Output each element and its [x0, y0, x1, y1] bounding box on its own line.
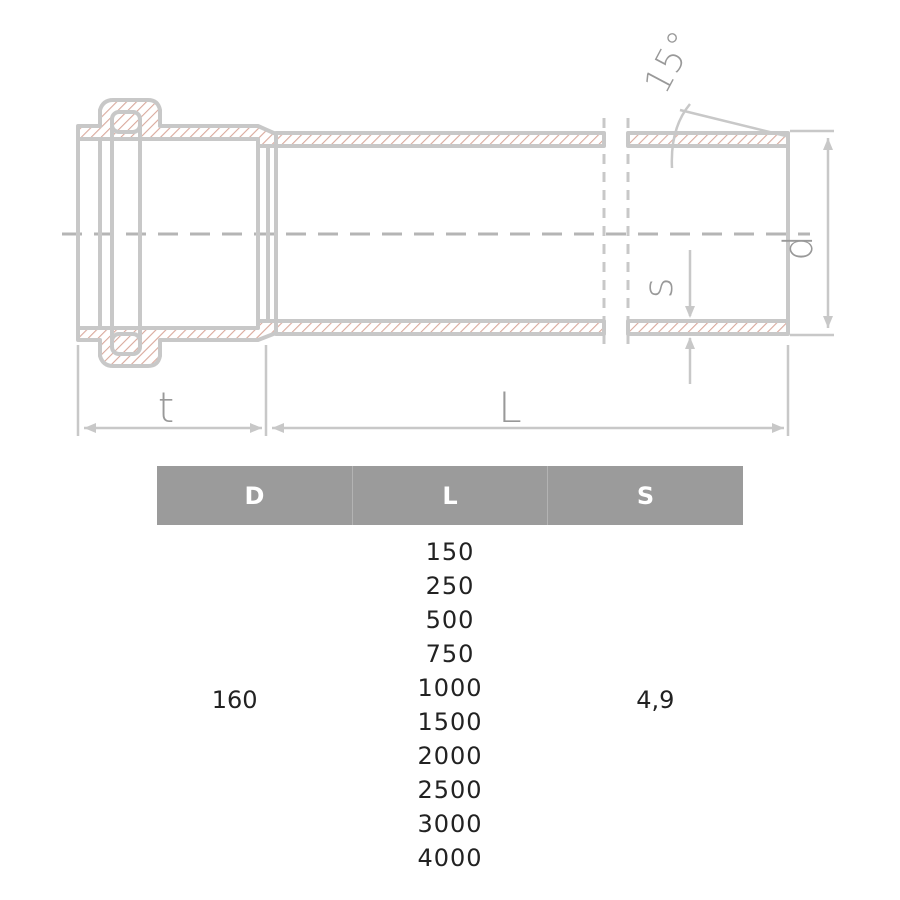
table-header-row: D L S	[157, 466, 743, 525]
length-value: 4000	[417, 844, 483, 872]
length-value: 2000	[417, 742, 483, 770]
length-list: 150 250 500 750 1000 1500 2000 2500 3000…	[352, 525, 547, 875]
spec-table: D L S 160 150 250 500 750 1000 1500 2000…	[157, 466, 743, 875]
cell-s: 4,9	[636, 686, 675, 714]
length-value: 1000	[417, 674, 483, 702]
cell-d: 160	[211, 686, 258, 714]
length-value: 750	[425, 640, 475, 668]
header-s: S	[547, 466, 743, 525]
t-label: t	[158, 383, 174, 432]
s-label: s	[636, 278, 682, 299]
table-row: 160 150 250 500 750 1000 1500 2000 2500 …	[157, 525, 743, 875]
header-d: D	[157, 466, 353, 525]
length-value: 1500	[417, 708, 483, 736]
length-value: 2500	[417, 776, 483, 804]
length-value: 150	[425, 538, 475, 566]
length-value: 500	[425, 606, 475, 634]
pipe-drawing: 15° d s t L	[62, 25, 834, 436]
angle-arc	[670, 103, 691, 169]
header-l: L	[351, 466, 548, 525]
break-lines	[602, 118, 630, 350]
angle-label: 15°	[637, 25, 703, 101]
d-label: d	[776, 235, 822, 260]
length-value: 250	[425, 572, 475, 600]
l-label: L	[498, 383, 521, 432]
cell-l: 150 250 500 750 1000 1500 2000 2500 3000…	[352, 525, 547, 875]
length-value: 3000	[417, 810, 483, 838]
